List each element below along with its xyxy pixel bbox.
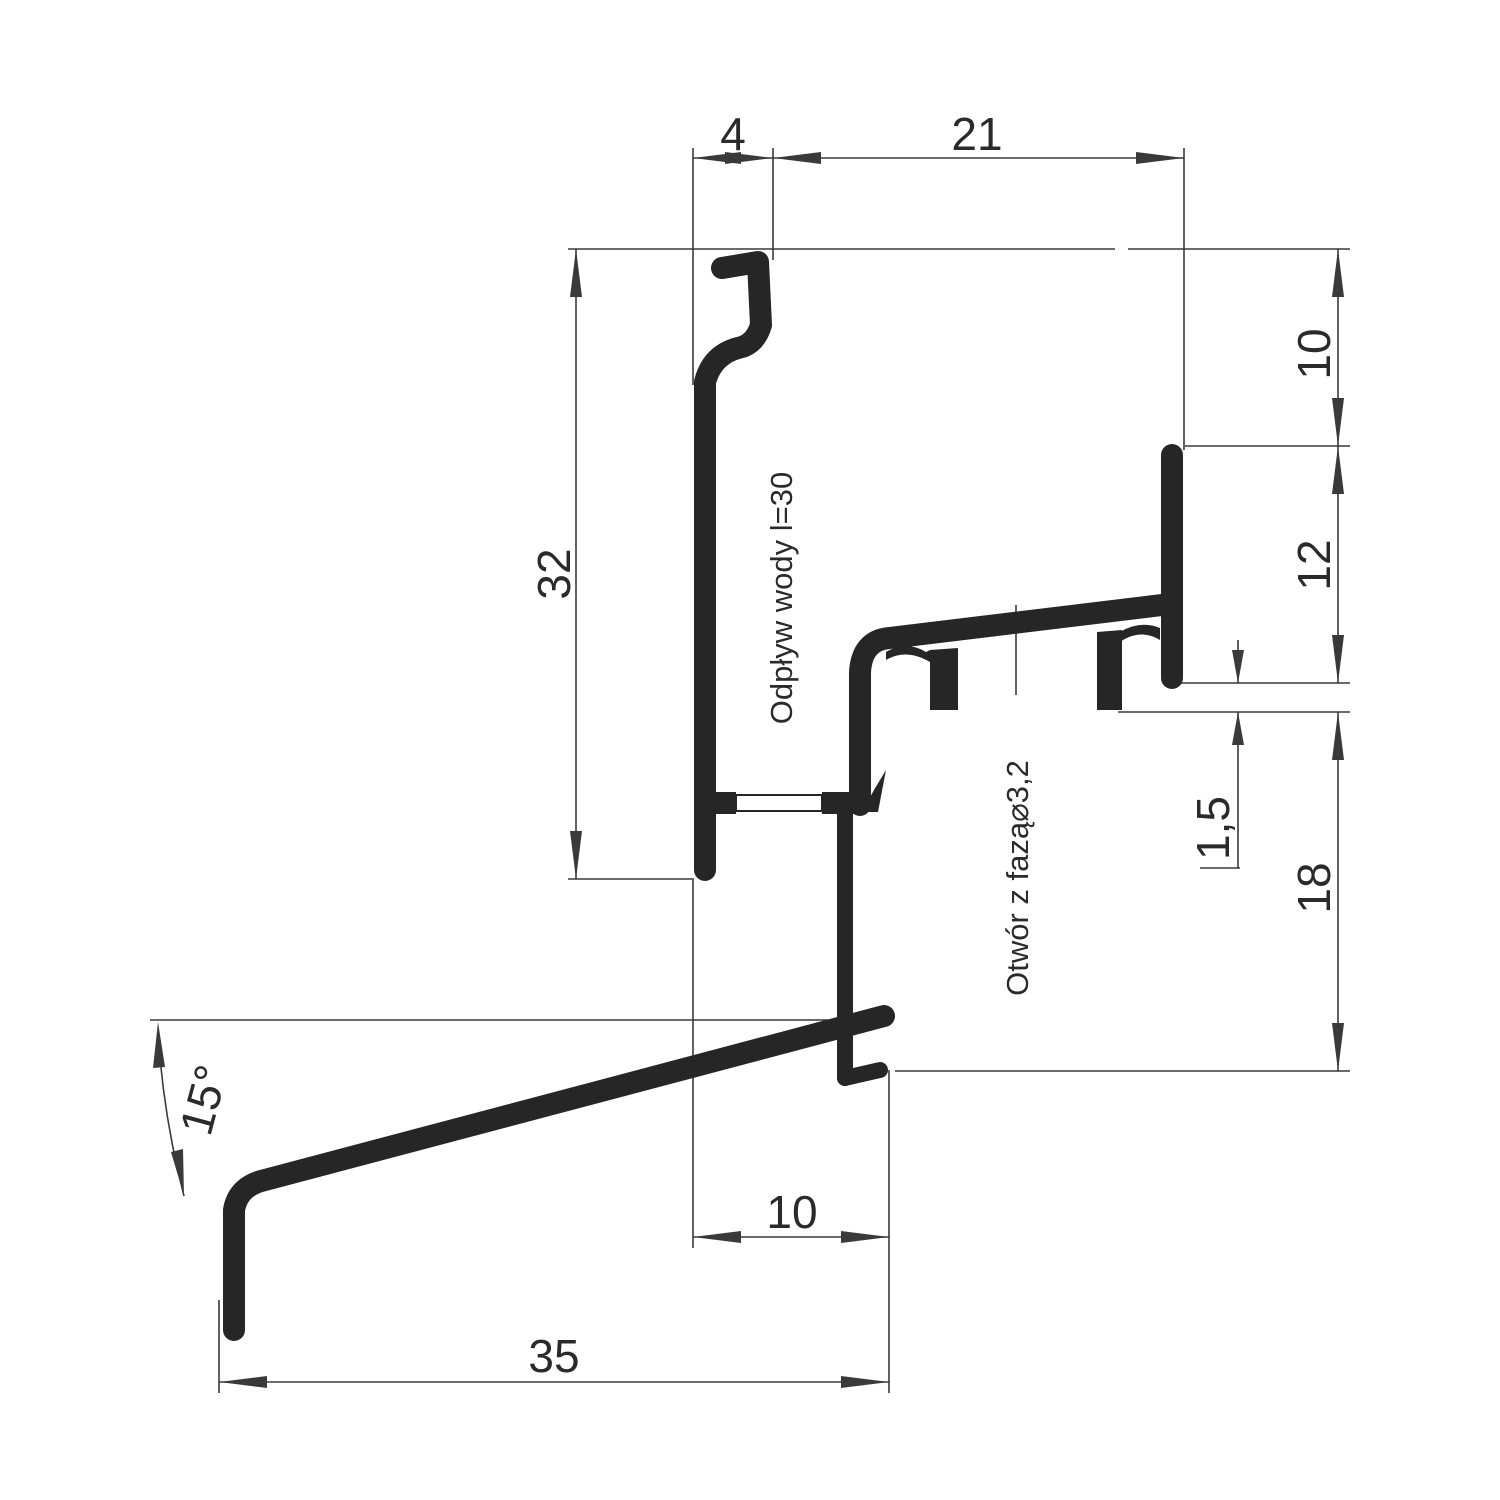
- drainage-note: Odpływ wody l=30: [764, 472, 799, 724]
- dim-label-angle: 15°: [169, 1060, 237, 1141]
- aluminium-profile: [223, 251, 1183, 1341]
- dim-label-12: 12: [1288, 539, 1340, 590]
- dim-label-4: 4: [720, 108, 746, 160]
- dim-label-21: 21: [951, 108, 1002, 160]
- hole-note: Otwór z fazą⌀3,2: [1000, 760, 1035, 996]
- dim-label-32: 32: [528, 548, 580, 599]
- dimension-arrows: [153, 152, 1344, 1388]
- dim-label-35: 35: [528, 1330, 579, 1382]
- dim-label-10-bottom: 10: [766, 1186, 817, 1238]
- dimension-labels: 4 21 32 10 12 1,5 18 15° 10 35 Odpływ wo…: [169, 108, 1340, 1382]
- dim-label-1-5: 1,5: [1187, 796, 1239, 860]
- dim-label-18: 18: [1288, 862, 1340, 913]
- dim-label-10-right: 10: [1288, 328, 1340, 379]
